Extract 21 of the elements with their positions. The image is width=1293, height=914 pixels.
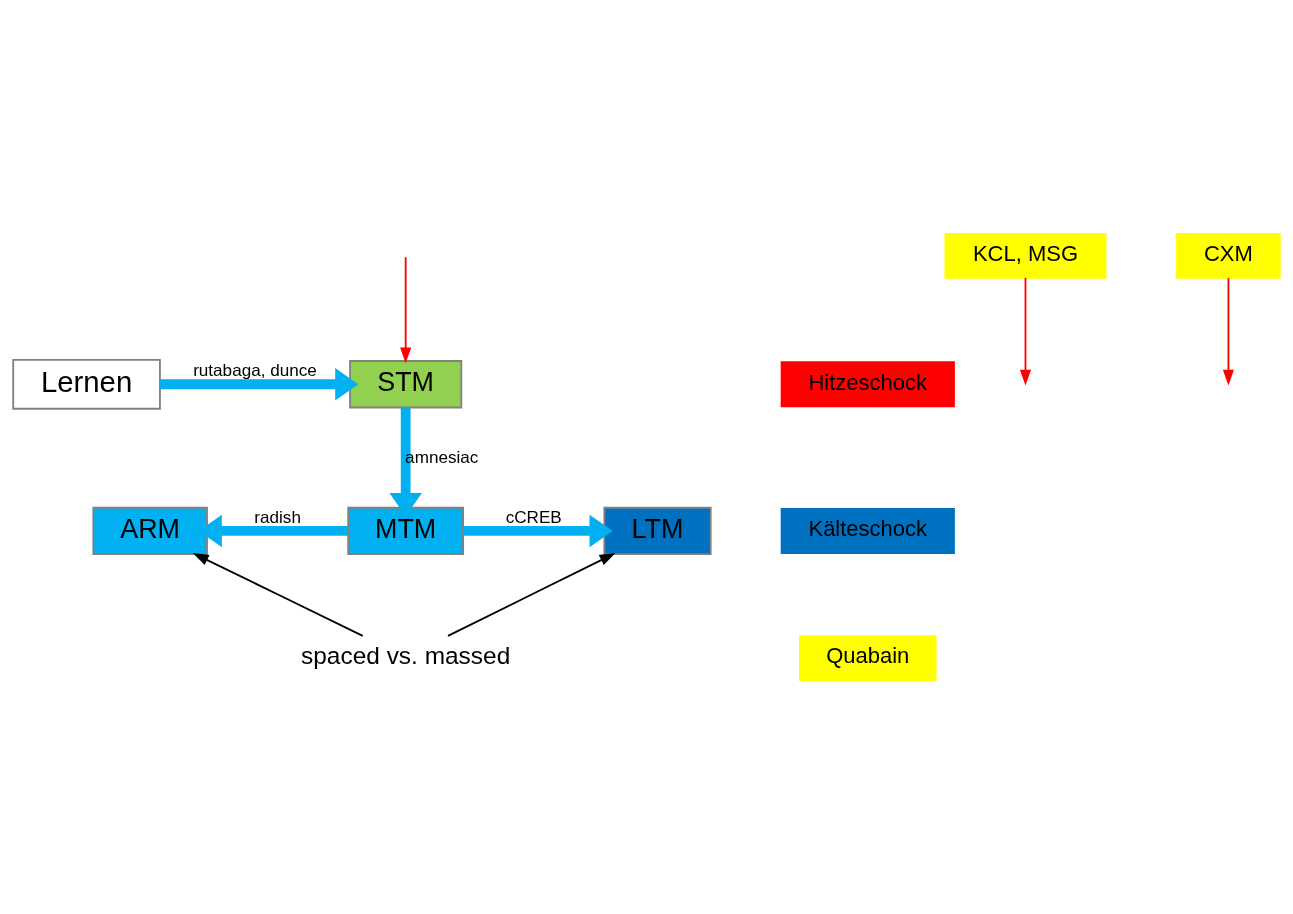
- arrow: [400, 256, 412, 364]
- node-text: spaced vs. massed: [301, 642, 511, 670]
- arrow: [463, 514, 613, 548]
- edge-label: rutabaga, dunce: [193, 360, 317, 380]
- node-box: Lernen: [12, 358, 161, 410]
- node-box: Quabain: [799, 635, 937, 682]
- arrow: [1019, 277, 1032, 386]
- node-box: Kälteschock: [780, 508, 955, 554]
- node-box: LTM: [603, 506, 712, 556]
- node-box: ARM: [92, 506, 208, 556]
- arrow: [1222, 277, 1234, 386]
- node-box: STM: [349, 360, 463, 409]
- arrow: [447, 552, 616, 637]
- node-box: Hitzeschock: [780, 361, 955, 408]
- arrow: [160, 368, 359, 401]
- edge-label: radish: [254, 507, 301, 527]
- arrow: [192, 552, 364, 637]
- node-box: MTM: [347, 506, 465, 556]
- node-box: CXM: [1176, 232, 1281, 279]
- node-box: KCL, MSG: [944, 232, 1107, 279]
- edge-label: cCREB: [505, 507, 562, 527]
